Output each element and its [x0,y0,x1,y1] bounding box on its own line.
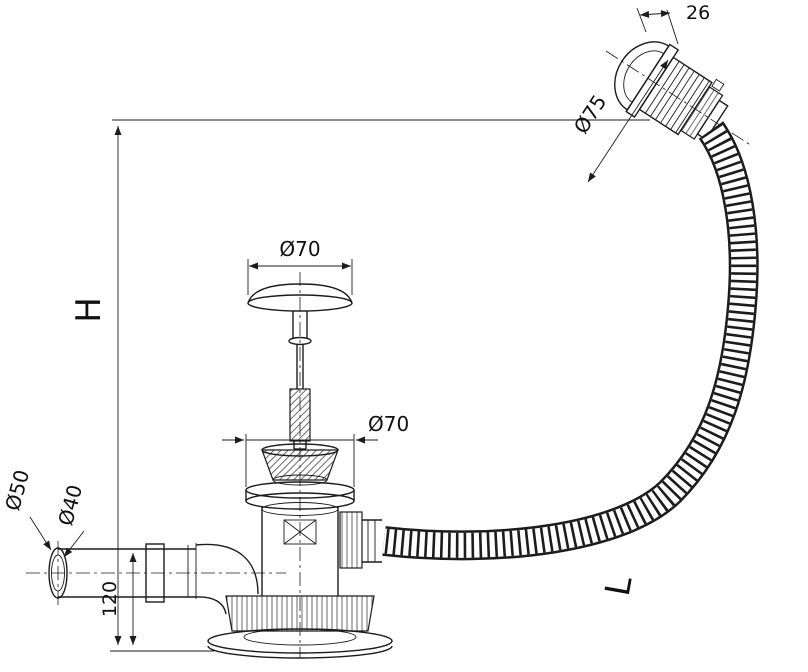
elbow-inner-wall [195,596,227,615]
flange-thickness-arc [207,645,393,659]
dimension-line-26 [639,10,671,18]
body-inner-mechanism [283,519,317,545]
dim-overflow-head-diameter [587,59,669,183]
overflow-body-ribs [644,61,710,134]
body-inner-diagonal-2 [283,519,317,545]
label-outlet-outer: Ø50 [0,467,34,513]
leader-line-d40 [63,530,85,558]
flange-inner-ring [243,628,357,646]
lock-nut [225,595,375,632]
dimension-labels: 26 Ø75 H Ø70 Ø70 Ø50 Ø40 120 L [0,2,710,617]
pipe-end-inner-d40 [51,554,65,592]
overflow-cap-inner-line [623,50,665,103]
strainer-top-ring [261,443,339,457]
label-hose-length: L [598,573,641,599]
center-lines [26,50,753,658]
screw-thread [289,388,311,442]
plug-cap-brim [247,294,353,312]
plug-collar [288,336,312,346]
dim-top-width [636,7,679,45]
extension-line-left [636,7,647,33]
dim-plug-diameter [247,259,353,295]
body-top-ring [261,502,339,516]
dimension-line-d75 [587,59,669,183]
plug-cap-dome [247,283,353,304]
hose-union-nut [339,511,363,569]
bottom-flange-assembly [207,595,393,659]
overflow-cap-dome [614,41,670,111]
corrugated-hose [382,121,759,561]
label-outlet-height: 120 [99,581,121,617]
drain-body [261,502,382,596]
label-outlet-inner: Ø40 [53,482,87,528]
strainer-neck-ring [272,474,328,486]
label-flange-diameter: Ø70 [368,412,409,436]
dim-outlet-diameters [29,516,85,558]
label-top-width: 26 [686,2,710,24]
label-plug-diameter: Ø70 [279,237,320,261]
label-height-H: H [69,297,109,323]
outlet-elbow-and-pipe [48,543,259,615]
pipe-end-outer-d50 [48,547,68,599]
label-overflow-diameter: Ø75 [569,90,612,138]
plug-assembly [247,283,353,450]
overflow-screw [711,78,725,92]
dim-overall-height [110,119,650,652]
waste-strainer [245,443,355,510]
leader-line-d50 [29,516,52,551]
overflow-head [614,41,729,141]
elbow-outer-wall [195,543,259,595]
extension-line-right [666,9,679,45]
hose-fill [382,122,757,558]
pipe-coupling-ring [145,543,165,603]
